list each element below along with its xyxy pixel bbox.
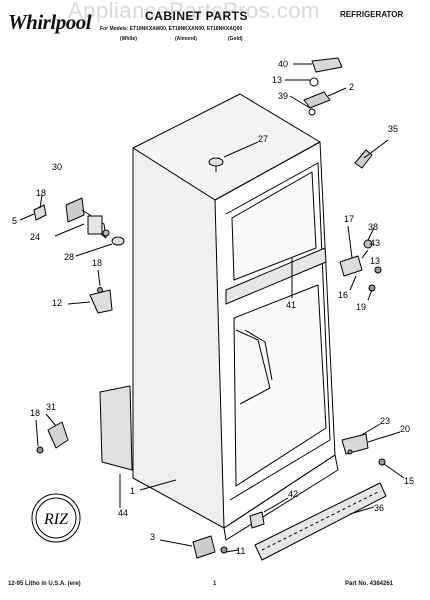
callout-label: 5: [12, 216, 17, 226]
part-control-housing: [65, 197, 85, 223]
callout-label: 3: [150, 532, 155, 542]
callout-label: 40: [278, 59, 288, 69]
callout-label: 11: [236, 546, 245, 556]
finish-gold: (Gold): [228, 36, 243, 42]
callout-label: 16: [338, 290, 348, 300]
callout-label: 23: [380, 416, 390, 426]
callout-label: 39: [278, 91, 288, 101]
callout-labels: 40 13 2 39 35 27 30 18 5 24 28 18 12 17 …: [12, 59, 414, 556]
callout-label: 19: [356, 302, 366, 312]
finish-almond: (Almond): [175, 36, 197, 42]
finish-white: (White): [120, 36, 137, 42]
callout-label: 24: [30, 232, 40, 242]
callout-label: 38: [368, 222, 378, 232]
callout-label: 13: [272, 75, 282, 85]
fresh-food-opening: [233, 284, 327, 487]
svg-text:RIZ: RIZ: [43, 511, 69, 528]
part-hinge-cover: [311, 57, 343, 73]
callout-label: 2: [349, 82, 354, 92]
part-top-hinge: [303, 91, 331, 109]
callout-label: 17: [344, 214, 354, 224]
callout-label: 1: [130, 486, 135, 496]
callout-label: 31: [46, 402, 56, 412]
cabinet-left-side: [132, 147, 225, 529]
part-lower-hinge: [341, 433, 369, 455]
callout-label: 13: [370, 256, 380, 266]
callout-label: 44: [118, 508, 128, 518]
watermark: AppliancePartsPros.com: [68, 0, 320, 23]
part-number: Part No. 4384261: [345, 581, 394, 587]
litho-note: 12-95 Litho in U.S.A. (ere): [8, 581, 81, 587]
riz-stamp: [31, 493, 81, 543]
callout-label: 18: [92, 258, 102, 268]
page-number: 1: [213, 581, 217, 587]
callout-label: 28: [64, 252, 74, 262]
callout-label: 18: [36, 188, 46, 198]
callout-label: 12: [52, 298, 62, 308]
callout-label: 20: [400, 424, 410, 434]
category-label: REFRIGERATOR: [340, 10, 404, 19]
callout-label: 27: [258, 134, 268, 144]
page-title: CABINET PARTS: [145, 9, 248, 23]
freezer-opening: [231, 171, 317, 281]
model-line: For Models: ET18NKXAW00, ET18NKXAN00, ET…: [100, 26, 243, 32]
part-toe-grille: [254, 482, 387, 561]
callout-label: 18: [30, 408, 40, 418]
callout-label: 15: [404, 476, 414, 486]
callout-label: 35: [388, 124, 398, 134]
callout-label: 43: [370, 238, 380, 248]
callout-label: 42: [288, 489, 298, 499]
brand-logo: Whirlpool: [8, 10, 92, 34]
callout-label: 36: [374, 503, 384, 513]
callout-label: 41: [286, 300, 296, 310]
part-cap: [208, 157, 224, 167]
part-side-bracket: [99, 385, 133, 471]
callout-label: 30: [52, 162, 62, 172]
